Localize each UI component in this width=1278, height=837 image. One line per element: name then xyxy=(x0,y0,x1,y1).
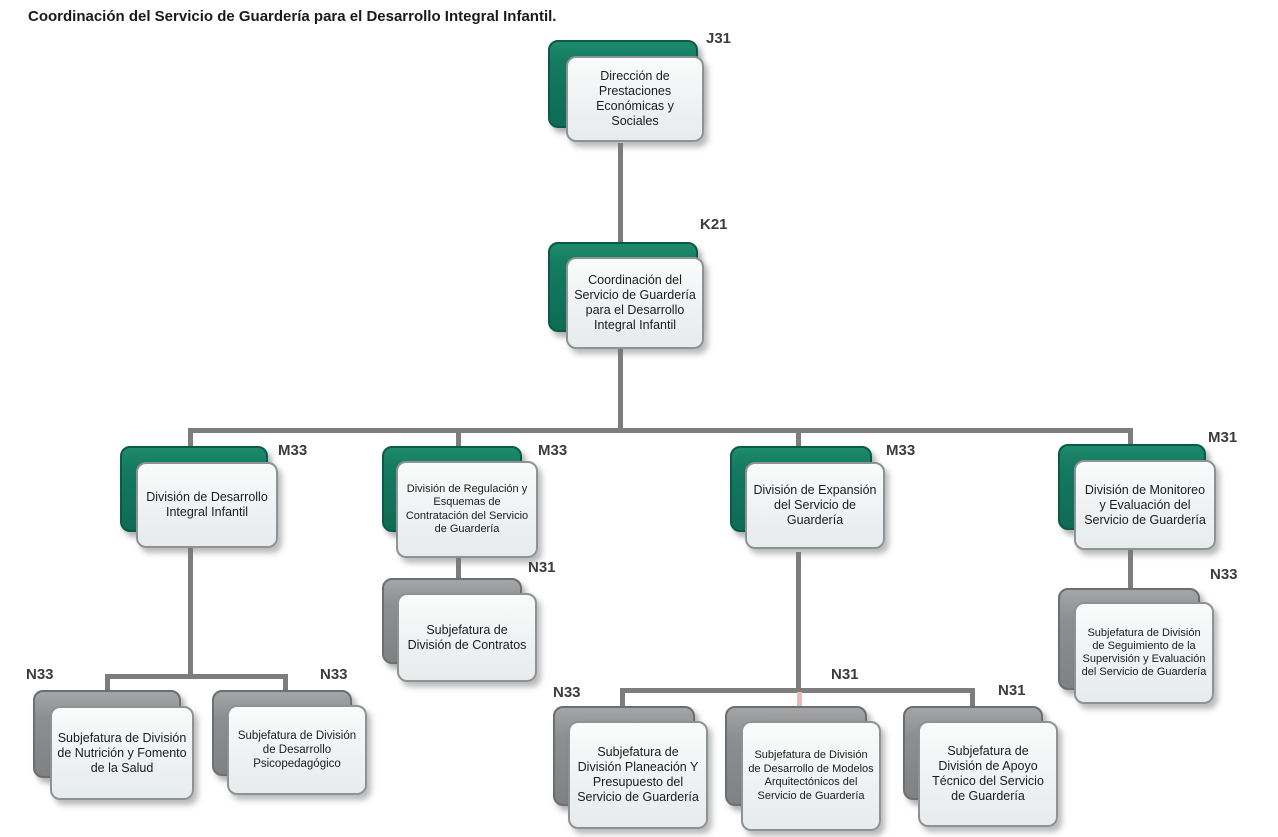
node-label: División de Monitoreo y Evaluación del S… xyxy=(1084,482,1206,527)
node-code: M31 xyxy=(1208,429,1238,446)
connector-monitoreo-seguimiento xyxy=(1128,548,1133,590)
node-label: Subjefatura de División de Desarrollo Ps… xyxy=(237,730,357,770)
node-label: Subjefatura de División de Apoyo Técnico… xyxy=(932,744,1044,803)
node-code: N31 xyxy=(831,666,859,683)
node-code: M33 xyxy=(538,442,568,459)
page-title: Coordinación del Servicio de Guardería p… xyxy=(28,8,557,25)
connector-direccion-coordinacion xyxy=(618,143,623,243)
node-code: K21 xyxy=(700,216,728,233)
node-front-card: División de Monitoreo y Evaluación del S… xyxy=(1074,460,1216,550)
org-node-division-monitoreo-evaluacion: División de Monitoreo y Evaluación del S… xyxy=(1058,429,1237,550)
node-label: División de Regulación y Esquemas de Con… xyxy=(405,482,529,536)
org-node-division-desarrollo-integral: División de Desarrollo Integral Infantil… xyxy=(120,442,307,548)
org-node-division-expansion: División de Expansión del Servicio de Gu… xyxy=(730,442,915,549)
connector-stub-division-regulacion xyxy=(456,430,461,448)
node-front-card: Subjefatura de División de Nutrición y F… xyxy=(50,706,194,800)
node-front-card: División de Desarrollo Integral Infantil xyxy=(136,462,278,548)
org-node-subjefatura-nutricion: Subjefatura de División de Nutrición y F… xyxy=(26,666,194,800)
node-code: N33 xyxy=(320,666,348,683)
connector-desarrollo-down xyxy=(188,548,193,678)
node-code: M33 xyxy=(886,442,916,459)
node-label: Subjefatura de División Planeación Y Pre… xyxy=(577,745,699,804)
connector-expansion-children-bar xyxy=(620,688,975,693)
node-code: N31 xyxy=(528,559,556,576)
connector-expansion-down xyxy=(796,552,801,692)
connector-stub-modelos xyxy=(797,692,802,710)
node-front-card: Subjefatura de División de Desarrollo de… xyxy=(741,721,881,831)
org-node-direccion-prestaciones: Dirección de Prestaciones Económicas y S… xyxy=(548,30,731,142)
node-code: N33 xyxy=(1210,566,1238,583)
node-code: N33 xyxy=(553,684,581,701)
node-label: Subjefatura de División de Seguimiento d… xyxy=(1081,627,1207,678)
node-front-card: Coordinación del Servicio de Guardería p… xyxy=(566,257,704,349)
connector-divisions-bar xyxy=(188,428,1133,433)
org-node-subjefatura-psicopedagogico: Subjefatura de División de Desarrollo Ps… xyxy=(212,666,367,795)
node-front-card: Subjefatura de División de Seguimiento d… xyxy=(1074,602,1214,704)
node-code: N33 xyxy=(26,666,54,683)
org-node-subjefatura-seguimiento-supervision: Subjefatura de División de Seguimiento d… xyxy=(1058,566,1238,704)
node-front-card: Dirección de Prestaciones Económicas y S… xyxy=(566,56,704,142)
org-node-subjefatura-apoyo-tecnico: Subjefatura de División de Apoyo Técnico… xyxy=(903,682,1058,827)
node-label: Coordinación del Servicio de Guardería p… xyxy=(574,273,696,332)
connector-stub-planeacion xyxy=(620,690,625,708)
node-front-card: Subjefatura de División de Contratos xyxy=(397,593,537,682)
node-label: Subjefatura de División de Desarrollo de… xyxy=(748,749,874,802)
node-front-card: División de Regulación y Esquemas de Con… xyxy=(396,461,538,558)
node-label: División de Expansión del Servicio de Gu… xyxy=(753,483,877,527)
org-node-subjefatura-planeacion-presupuesto: Subjefatura de División Planeación Y Pre… xyxy=(553,684,708,829)
connector-desarrollo-children-bar xyxy=(105,674,288,679)
connector-coordinacion-down xyxy=(618,348,623,430)
connector-stub-division-desarrollo xyxy=(188,430,193,448)
node-code: M33 xyxy=(278,442,308,459)
connector-regulacion-contratos xyxy=(456,552,461,580)
node-front-card: Subjefatura de División de Apoyo Técnico… xyxy=(918,721,1058,827)
node-front-card: Subjefatura de División de Desarrollo Ps… xyxy=(227,705,367,795)
connector-stub-psicopedagogico xyxy=(283,676,288,692)
org-node-division-regulacion-contratacion: División de Regulación y Esquemas de Con… xyxy=(382,442,567,558)
org-node-subjefatura-modelos-arquitectonicos: Subjefatura de División de Desarrollo de… xyxy=(725,666,881,831)
node-label: División de Desarrollo Integral Infantil xyxy=(146,490,268,519)
org-node-subjefatura-contratos: Subjefatura de División de Contratos N31 xyxy=(382,559,556,682)
connector-stub-nutricion xyxy=(105,676,110,692)
node-front-card: Subjefatura de División Planeación Y Pre… xyxy=(568,721,708,829)
connector-stub-division-expansion xyxy=(796,430,801,448)
org-node-coordinacion-guarderia: Coordinación del Servicio de Guardería p… xyxy=(548,216,728,349)
node-label: Dirección de Prestaciones Económicas y S… xyxy=(596,69,674,128)
node-code: J31 xyxy=(706,30,732,47)
node-code: N31 xyxy=(998,682,1026,699)
connector-stub-division-monitoreo xyxy=(1128,430,1133,446)
node-label: Subjefatura de División de Nutrición y F… xyxy=(57,730,187,775)
node-front-card: División de Expansión del Servicio de Gu… xyxy=(745,462,885,549)
node-label: Subjefatura de División de Contratos xyxy=(407,622,527,652)
connector-stub-apoyo xyxy=(970,690,975,708)
